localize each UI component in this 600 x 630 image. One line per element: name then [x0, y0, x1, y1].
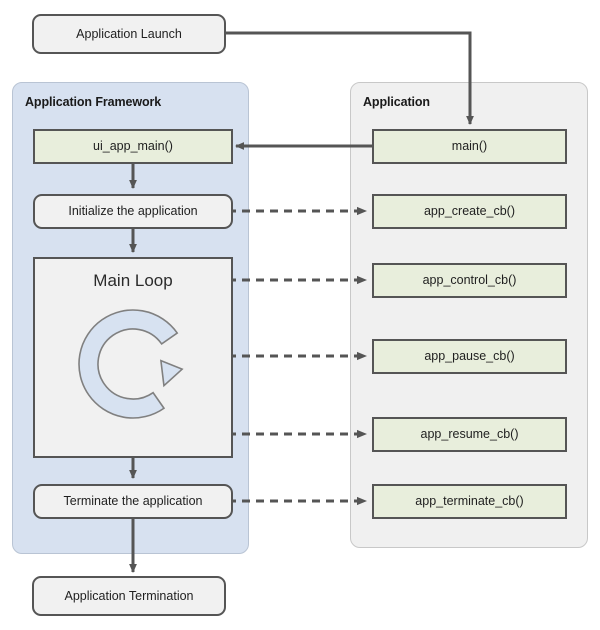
node-application-termination[interactable]: Application Termination [32, 576, 226, 616]
node-ui-app-main[interactable]: ui_app_main() [33, 129, 233, 164]
panel-application-title: Application [363, 95, 430, 109]
node-main-loop-label: Main Loop [93, 271, 173, 290]
node-main[interactable]: main() [372, 129, 567, 164]
node-app-terminate-cb[interactable]: app_terminate_cb() [372, 484, 567, 519]
node-terminate-the-application[interactable]: Terminate the application [33, 484, 233, 519]
panel-application-framework-title: Application Framework [25, 95, 162, 109]
node-main-loop[interactable]: Main Loop [33, 257, 233, 458]
node-app-control-cb[interactable]: app_control_cb() [372, 263, 567, 298]
node-application-launch[interactable]: Application Launch [32, 14, 226, 54]
node-initialize-the-application[interactable]: Initialize the application [33, 194, 233, 229]
node-app-pause-cb[interactable]: app_pause_cb() [372, 339, 567, 374]
node-app-create-cb[interactable]: app_create_cb() [372, 194, 567, 229]
node-app-resume-cb[interactable]: app_resume_cb() [372, 417, 567, 452]
